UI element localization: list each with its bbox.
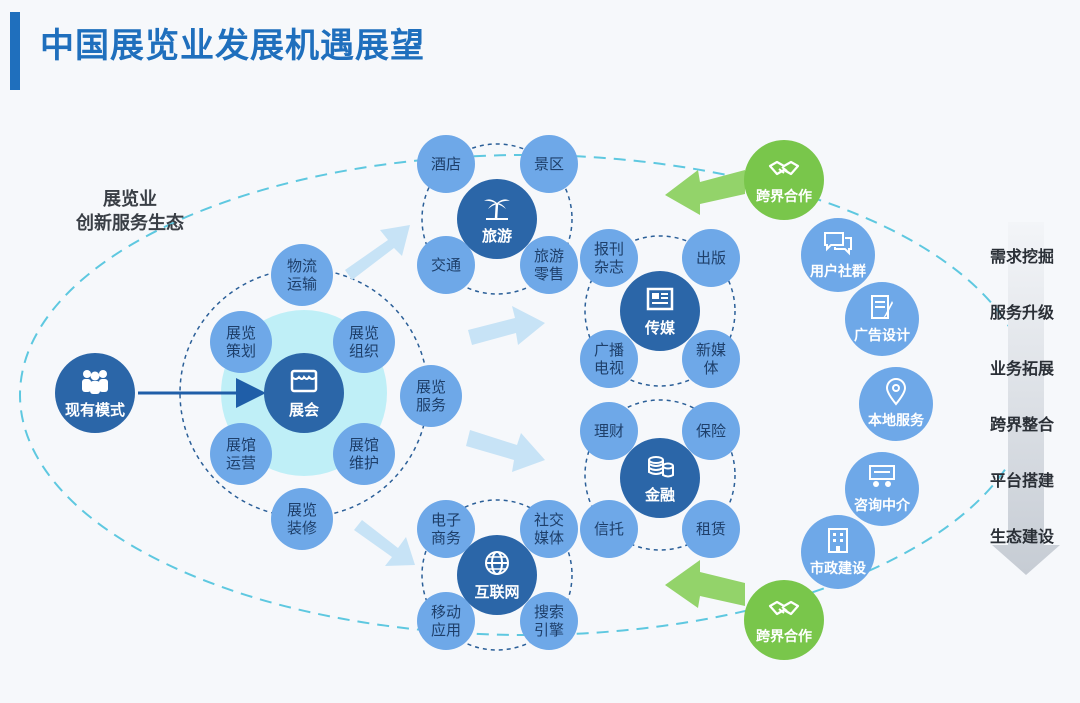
consulting-icon — [869, 465, 895, 487]
exhibition-item-services: 展览 服务 — [400, 365, 462, 427]
exhibition-hub: 展会 — [264, 353, 344, 433]
flow-arrow-right-lower — [466, 430, 545, 472]
service-municipal: 市政建设 — [801, 515, 875, 589]
tourism-item-transport: 交通 — [417, 236, 475, 294]
cross-border-node-bottom: 跨界合作 — [744, 580, 824, 660]
tourism-hub: 旅游 — [457, 179, 537, 259]
internet-item-social-media: 社交 媒体 — [520, 500, 578, 558]
newspaper-icon — [646, 287, 674, 310]
service-label-3: 咨询中介 — [854, 498, 910, 514]
flow-arrow-up — [345, 225, 410, 280]
media-item-publishing: 出版 — [682, 229, 740, 287]
media-ring — [584, 235, 736, 387]
people-group-icon — [82, 369, 108, 394]
exhibition-hub-label: 展会 — [288, 400, 319, 419]
finance-hub: 金融 — [620, 438, 700, 518]
tourism-item-retail: 旅游 零售 — [520, 236, 578, 294]
ecosystem-label: 展览业 创新服务生态 — [76, 189, 184, 234]
tourism-item-hotel: 酒店 — [417, 135, 475, 193]
step-platform-building: 平台搭建 — [989, 471, 1054, 490]
cross-border-label-bottom: 跨界合作 — [756, 629, 812, 645]
location-pin-icon — [885, 378, 907, 406]
service-consulting: 咨询中介 — [845, 452, 919, 526]
flow-arrows — [345, 225, 545, 566]
handshake-icon — [768, 160, 800, 176]
tourism-hub-label: 旅游 — [481, 226, 512, 245]
storefront-icon — [290, 369, 318, 392]
exhibition-item-organization: 展览 组织 — [333, 311, 395, 373]
internet-item-search-engine: 搜索 引擎 — [520, 592, 578, 650]
current-mode-node: 现有模式 — [55, 353, 135, 433]
media-item-press: 报刊 杂志 — [580, 229, 638, 287]
step-ecosystem-building: 生态建设 — [989, 527, 1054, 546]
flow-arrow-down — [354, 520, 415, 566]
finance-ring — [584, 399, 736, 551]
palm-tree-icon — [484, 198, 510, 220]
tourism-item-scenic-spot: 景区 — [520, 135, 578, 193]
development-steps: 需求挖掘 服务升级 业务拓展 跨界整合 平台搭建 生态建设 — [982, 246, 1062, 582]
media-hub-label: 传媒 — [644, 318, 675, 337]
service-label-2: 本地服务 — [868, 413, 924, 429]
internet-item-mobile-app: 移动 应用 — [417, 592, 475, 650]
internet-ring — [421, 499, 573, 651]
service-ad-design: 广告设计 — [845, 282, 919, 356]
step-demand-mining: 需求挖掘 — [989, 247, 1054, 266]
exhibition-item-venue-operation: 展馆 运营 — [210, 423, 272, 485]
media-hub: 传媒 — [620, 271, 700, 351]
flow-arrow-right-upper — [468, 306, 545, 345]
exhibition-item-decoration: 展览 装修 — [271, 488, 333, 550]
step-service-upgrade: 服务升级 — [989, 303, 1054, 322]
finance-item-leasing: 租赁 — [682, 500, 740, 558]
service-label-4: 市政建设 — [810, 561, 866, 577]
media-item-broadcast: 广播 电视 — [580, 330, 638, 388]
green-arrow-lower — [665, 560, 745, 608]
cross-border-label-top: 跨界合作 — [756, 189, 812, 205]
internet-item-ecommerce: 电子 商务 — [417, 500, 475, 558]
finance-item-wealth: 理财 — [580, 402, 638, 460]
page-title: 中国展览业发展机遇展望 — [40, 26, 425, 66]
title-accent-bar — [10, 12, 20, 90]
globe-icon — [485, 550, 509, 575]
exhibition-item-logistics: 物流 运输 — [271, 244, 333, 306]
coin-stack-icon — [648, 455, 674, 477]
cross-border-node-top: 跨界合作 — [744, 140, 824, 220]
steps-arrow — [992, 222, 1060, 575]
service-local: 本地服务 — [859, 367, 933, 441]
chat-bubbles-icon — [824, 232, 852, 256]
finance-item-trust: 信托 — [580, 500, 638, 558]
current-mode-label: 现有模式 — [64, 400, 125, 419]
green-arrow-upper — [665, 170, 745, 215]
handshake-icon — [768, 600, 800, 616]
service-user-community: 用户社群 — [801, 218, 875, 292]
building-icon — [828, 528, 848, 553]
service-label-0: 用户社群 — [810, 264, 866, 280]
green-arrows — [665, 170, 745, 608]
service-label-1: 广告设计 — [854, 328, 910, 344]
media-item-new-media: 新媒 体 — [682, 330, 740, 388]
step-cross-border-integration: 跨界整合 — [989, 415, 1054, 434]
tourism-ring — [421, 143, 573, 295]
finance-item-insurance: 保险 — [682, 402, 740, 460]
step-business-expansion: 业务拓展 — [989, 359, 1054, 378]
internet-hub-label: 互联网 — [474, 582, 520, 601]
exhibition-item-planning: 展览 策划 — [210, 311, 272, 373]
internet-hub: 互联网 — [457, 535, 537, 615]
finance-hub-label: 金融 — [644, 485, 675, 504]
exhibition-item-venue-maintenance: 展馆 维护 — [333, 423, 395, 485]
document-pen-icon — [871, 295, 893, 319]
